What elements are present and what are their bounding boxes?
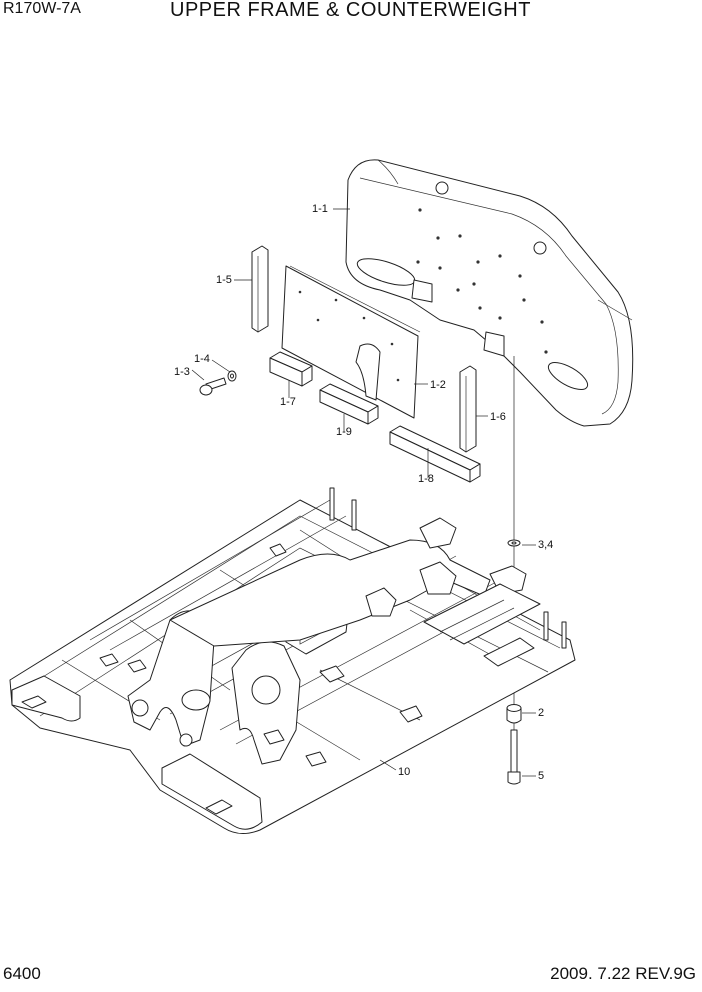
model-number: R170W-7A (3, 0, 81, 17)
spacer-2-part (506, 704, 522, 724)
callout-2: 2 (538, 707, 544, 719)
date-revision: 2009. 7.22 REV.9G (550, 964, 696, 983)
callout-1-4: 1-4 (194, 353, 210, 365)
leader-lines (191, 208, 536, 777)
block-1-7-part (269, 351, 313, 387)
washer-1-4-part (227, 370, 237, 382)
callout-1-9: 1-9 (336, 426, 352, 438)
page-title: UPPER FRAME & COUNTERWEIGHT (170, 0, 531, 21)
washer-3-4-part (507, 539, 521, 547)
block-1-9-part (319, 383, 379, 425)
callout-3-4: 3,4 (538, 539, 553, 551)
bolt-1-3-part (199, 377, 227, 396)
callout-1-6: 1-6 (490, 411, 506, 423)
callout-1-3: 1-3 (174, 366, 190, 378)
callout-10: 10 (398, 766, 410, 778)
callout-1-2: 1-2 (430, 379, 446, 391)
callout-1-5: 1-5 (216, 274, 232, 286)
pad-1-5-part (251, 245, 269, 333)
page-number: 6400 (3, 964, 41, 983)
pad-1-6-part (459, 365, 477, 453)
callout-1-1: 1-1 (312, 203, 328, 215)
upper-frame-part (9, 487, 576, 834)
callout-1-8: 1-8 (418, 473, 434, 485)
plate-part (281, 265, 421, 419)
callout-1-7: 1-7 (280, 396, 296, 408)
counterweight-part (345, 159, 634, 427)
block-1-8-part (389, 425, 481, 483)
bolt-5-part (507, 729, 521, 785)
callout-5: 5 (538, 770, 544, 782)
